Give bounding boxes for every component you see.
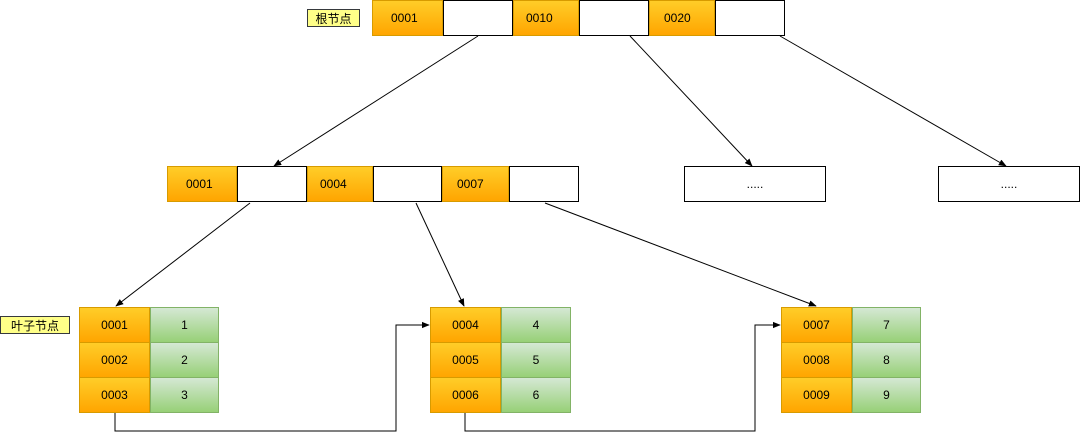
leaf-value: 1 — [150, 307, 219, 343]
leaf-key: 0008 — [781, 342, 852, 378]
leaf-entry: 0009 9 — [781, 377, 921, 413]
leaf-entry: 0004 4 — [430, 307, 571, 343]
edge-internal-to-leaf-3 — [544, 202, 817, 307]
root-pointer — [579, 0, 649, 36]
leaf-value: 6 — [501, 377, 571, 413]
root-key: 0010 — [513, 0, 579, 36]
internal-key: 0007 — [442, 166, 509, 202]
root-node: 0001 0010 0020 — [372, 0, 785, 36]
internal-key: 0001 — [167, 166, 237, 202]
leaf-value: 3 — [150, 377, 219, 413]
leaf-node: 0007 7 0008 8 0009 9 — [781, 307, 921, 413]
root-pointer — [715, 0, 785, 36]
internal-pointer — [509, 166, 579, 202]
leaf-key: 0007 — [781, 307, 852, 343]
leaf-value: 7 — [852, 307, 921, 343]
internal-pointer — [373, 166, 442, 202]
leaf-key: 0003 — [79, 377, 150, 413]
root-node-label: 根节点 — [307, 9, 360, 27]
internal-node: 0001 0004 0007 — [167, 166, 579, 202]
root-pointer — [443, 0, 513, 36]
root-key: 0020 — [649, 0, 715, 36]
leaf-entry: 0001 1 — [79, 307, 219, 343]
edge-internal-to-leaf-1 — [115, 202, 251, 307]
internal-pointer — [237, 166, 307, 202]
root-key: 0001 — [372, 0, 443, 36]
leaf-key: 0001 — [79, 307, 150, 343]
leaf-entry: 0005 5 — [430, 342, 571, 378]
leaf-value: 2 — [150, 342, 219, 378]
edge-internal-to-leaf-2 — [415, 202, 465, 307]
leaf-node: 0001 1 0002 2 0003 3 — [79, 307, 219, 413]
leaf-value: 5 — [501, 342, 571, 378]
leaf-entry: 0007 7 — [781, 307, 921, 343]
leaf-value: 4 — [501, 307, 571, 343]
leaf-node-label: 叶子节点 — [0, 316, 70, 334]
internal-node-ellipsis: ..... — [684, 166, 826, 202]
leaf-entry: 0008 8 — [781, 342, 921, 378]
leaf-node: 0004 4 0005 5 0006 6 — [430, 307, 571, 413]
leaf-key: 0002 — [79, 342, 150, 378]
leaf-key: 0009 — [781, 377, 852, 413]
leaf-value: 8 — [852, 342, 921, 378]
edge-leaf-1-to-leaf-2 — [114, 321, 430, 432]
leaf-entry: 0003 3 — [79, 377, 219, 413]
leaf-value: 9 — [852, 377, 921, 413]
edge-root-to-node-3 — [779, 35, 1007, 167]
leaf-key: 0004 — [430, 307, 501, 343]
edge-root-to-internal — [273, 35, 479, 167]
leaf-key: 0006 — [430, 377, 501, 413]
internal-node-ellipsis: ..... — [938, 166, 1080, 202]
leaf-key: 0005 — [430, 342, 501, 378]
leaf-entry: 0002 2 — [79, 342, 219, 378]
leaf-entry: 0006 6 — [430, 377, 571, 413]
edge-root-to-node-2 — [629, 35, 753, 167]
edge-leaf-2-to-leaf-3 — [464, 321, 781, 432]
internal-key: 0004 — [307, 166, 373, 202]
